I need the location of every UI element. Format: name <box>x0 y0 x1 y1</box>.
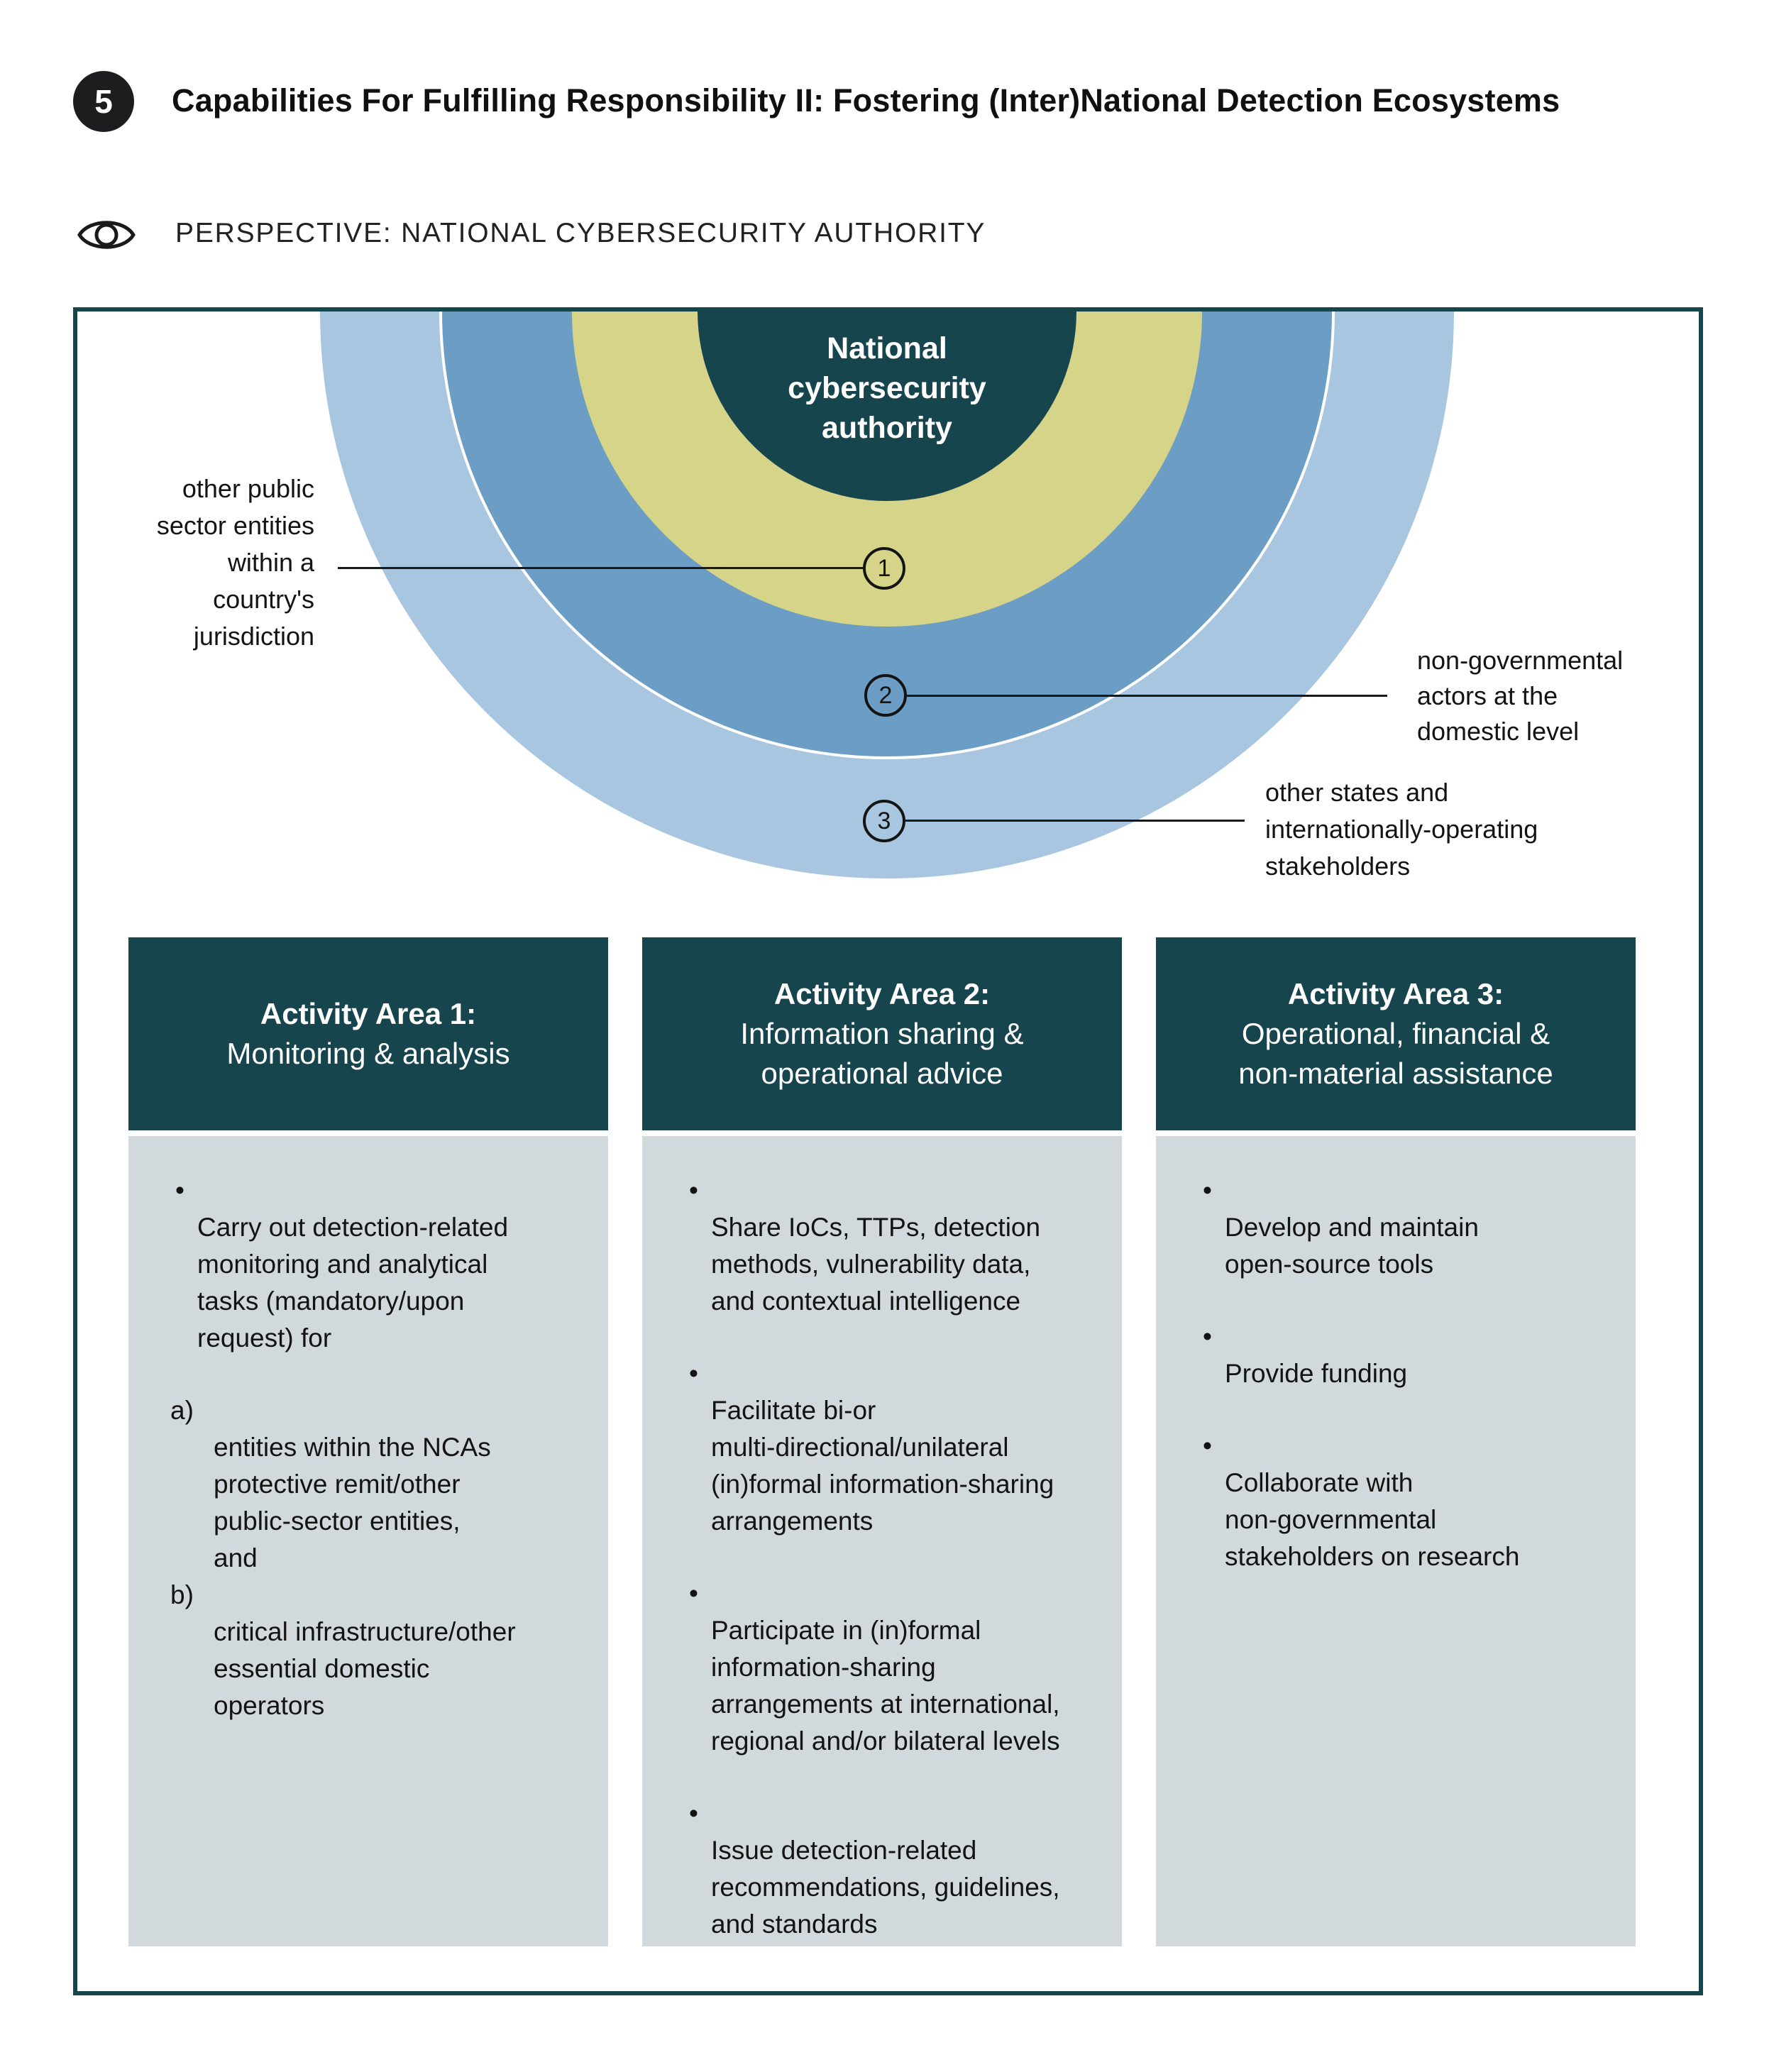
perspective-label: PERSPECTIVE: NATIONAL CYBERSECURITY AUTH… <box>175 218 986 248</box>
callout-2-number: 2 <box>878 681 893 709</box>
callout-2-number-badge: 2 <box>864 674 907 717</box>
step-number-badge: 5 <box>73 71 134 132</box>
activity-area-2-subtitle: Information sharing & operational advice <box>740 1017 1024 1090</box>
callout-1-number: 1 <box>877 554 891 582</box>
list-item: • Carry out detection-related monitoring … <box>128 1172 608 1357</box>
bullet-marker: • <box>689 1176 698 1205</box>
diagram-panel: National cybersecurity authority 1 2 3 o… <box>73 307 1703 1995</box>
list-item: • Issue detection-related recommendations… <box>642 1795 1122 1943</box>
bullet-marker: • <box>689 1799 698 1828</box>
step-number: 5 <box>94 83 113 120</box>
list-item-text: Facilitate bi-or multi-directional/unila… <box>711 1396 1054 1536</box>
activity-area-1-body: • Carry out detection-related monitoring … <box>128 1136 608 1946</box>
bullet-marker: • <box>689 1359 698 1388</box>
callout-1-leader-line <box>338 567 863 569</box>
activity-area-2: Activity Area 2: Information sharing & o… <box>642 937 1122 1946</box>
activity-area-1-header: Activity Area 1: Monitoring & analysis <box>128 937 608 1130</box>
activity-area-2-title: Activity Area 2: <box>773 977 991 1010</box>
list-item: • Facilitate bi-or multi-directional/unil… <box>642 1355 1122 1540</box>
callout-1-label: other public sector entities within a co… <box>156 474 314 651</box>
activity-area-3-header: Activity Area 3: Operational, financial … <box>1156 937 1636 1130</box>
page-title: Capabilities For Fulfilling Responsibili… <box>172 82 1560 119</box>
bullet-marker: • <box>1203 1322 1212 1351</box>
activity-area-3: Activity Area 3: Operational, financial … <box>1156 937 1636 1946</box>
eye-icon <box>77 221 136 249</box>
center-circle-label: National cybersecurity authority <box>788 331 986 445</box>
list-item-text: Issue detection-related recommendations,… <box>711 1836 1060 1939</box>
activity-area-3-subtitle: Operational, financial & non-material as… <box>1238 1017 1553 1090</box>
list-item: b) critical infrastructure/other essentia… <box>128 1577 608 1724</box>
list-item-text: Carry out detection-related monitoring a… <box>197 1213 509 1352</box>
bullet-marker: • <box>175 1176 184 1205</box>
callout-1-number-badge: 1 <box>863 547 905 590</box>
alpha-marker: b) <box>170 1580 194 1609</box>
bullet-marker: • <box>689 1579 698 1608</box>
callout-3-number: 3 <box>877 807 891 834</box>
callout-3-label: other states and internationally-operati… <box>1265 778 1538 881</box>
activity-area-2-header: Activity Area 2: Information sharing & o… <box>642 937 1122 1130</box>
list-item-text: Participate in (in)formal information-sh… <box>711 1616 1060 1756</box>
list-item-text: critical infrastructure/other essential … <box>214 1617 516 1720</box>
callout-3-number-badge: 3 <box>863 800 905 842</box>
alpha-marker: a) <box>170 1396 194 1425</box>
list-item: • Share IoCs, TTPs, detection methods, vu… <box>642 1172 1122 1320</box>
list-item: • Develop and maintain open-source tools <box>1156 1172 1636 1283</box>
activity-area-2-body: • Share IoCs, TTPs, detection methods, vu… <box>642 1136 1122 1946</box>
list-item: • Provide funding <box>1156 1318 1636 1392</box>
list-item: • Collaborate with non-governmental stake… <box>1156 1428 1636 1575</box>
activity-area-1-subtitle: Monitoring & analysis <box>226 1037 510 1070</box>
callout-2-label: non-governmental actors at the domestic … <box>1417 646 1624 746</box>
activity-area-1-title: Activity Area 1: <box>260 997 477 1030</box>
callout-3-leader-line <box>905 820 1245 822</box>
activity-area-3-body: •Develop and maintain open-source tools … <box>1156 1136 1636 1946</box>
bullet-marker: • <box>1203 1176 1212 1205</box>
activity-area-3-title: Activity Area 3: <box>1287 977 1504 1010</box>
list-item-text: Collaborate with non-governmental stakeh… <box>1225 1468 1520 1571</box>
bullet-marker: • <box>1203 1431 1212 1460</box>
callout-2-leader-line <box>907 695 1387 697</box>
list-item-text: Develop and maintain open-source tools <box>1225 1213 1479 1279</box>
list-item: • Participate in (in)formal information-s… <box>642 1575 1122 1760</box>
list-item-text: Share IoCs, TTPs, detection methods, vul… <box>711 1213 1041 1316</box>
list-item: a) entities within the NCAs protective re… <box>128 1392 608 1577</box>
activity-area-1: Activity Area 1: Monitoring & analysis •… <box>128 937 608 1946</box>
list-item-text: entities within the NCAs protective remi… <box>214 1433 491 1572</box>
list-item-text: Provide funding <box>1225 1359 1408 1388</box>
